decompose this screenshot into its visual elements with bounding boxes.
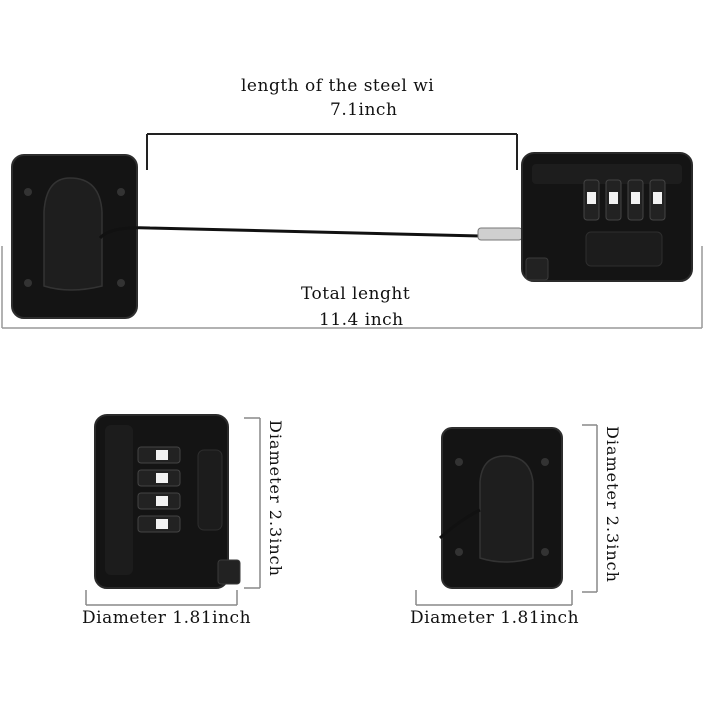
total-length-value: 11.4 inch — [319, 310, 404, 330]
lock-box-width-label: Diameter 1.81inch — [82, 608, 252, 628]
steel-wire-title: length of the steel wi — [241, 76, 435, 96]
total-length-dimension-bracket — [1, 246, 703, 329]
lock-box-height-bracket — [244, 417, 261, 589]
base-plate-width-label: Diameter 1.81inch — [410, 608, 580, 628]
mount-plate-top — [11, 154, 138, 319]
lock-box-top — [521, 152, 693, 282]
total-length-title: Total lenght — [301, 284, 411, 304]
base-plate-width-bracket — [415, 590, 573, 606]
lock-box-height-label: Diameter 2.3inch — [266, 420, 285, 577]
steel-wire-length: 7.1inch — [330, 100, 398, 120]
wire-ferrule — [477, 227, 523, 241]
combination-dials-top — [583, 179, 666, 221]
base-plate — [438, 427, 563, 589]
steel-wire — [98, 226, 481, 240]
base-plate-height-label: Diameter 2.3inch — [603, 426, 622, 583]
base-plate-height-bracket — [582, 424, 598, 593]
lock-box-width-bracket — [85, 590, 238, 606]
combination-dials-front — [137, 446, 181, 533]
lock-box-front — [94, 414, 241, 589]
steel-wire-dimension-bracket — [146, 133, 518, 170]
